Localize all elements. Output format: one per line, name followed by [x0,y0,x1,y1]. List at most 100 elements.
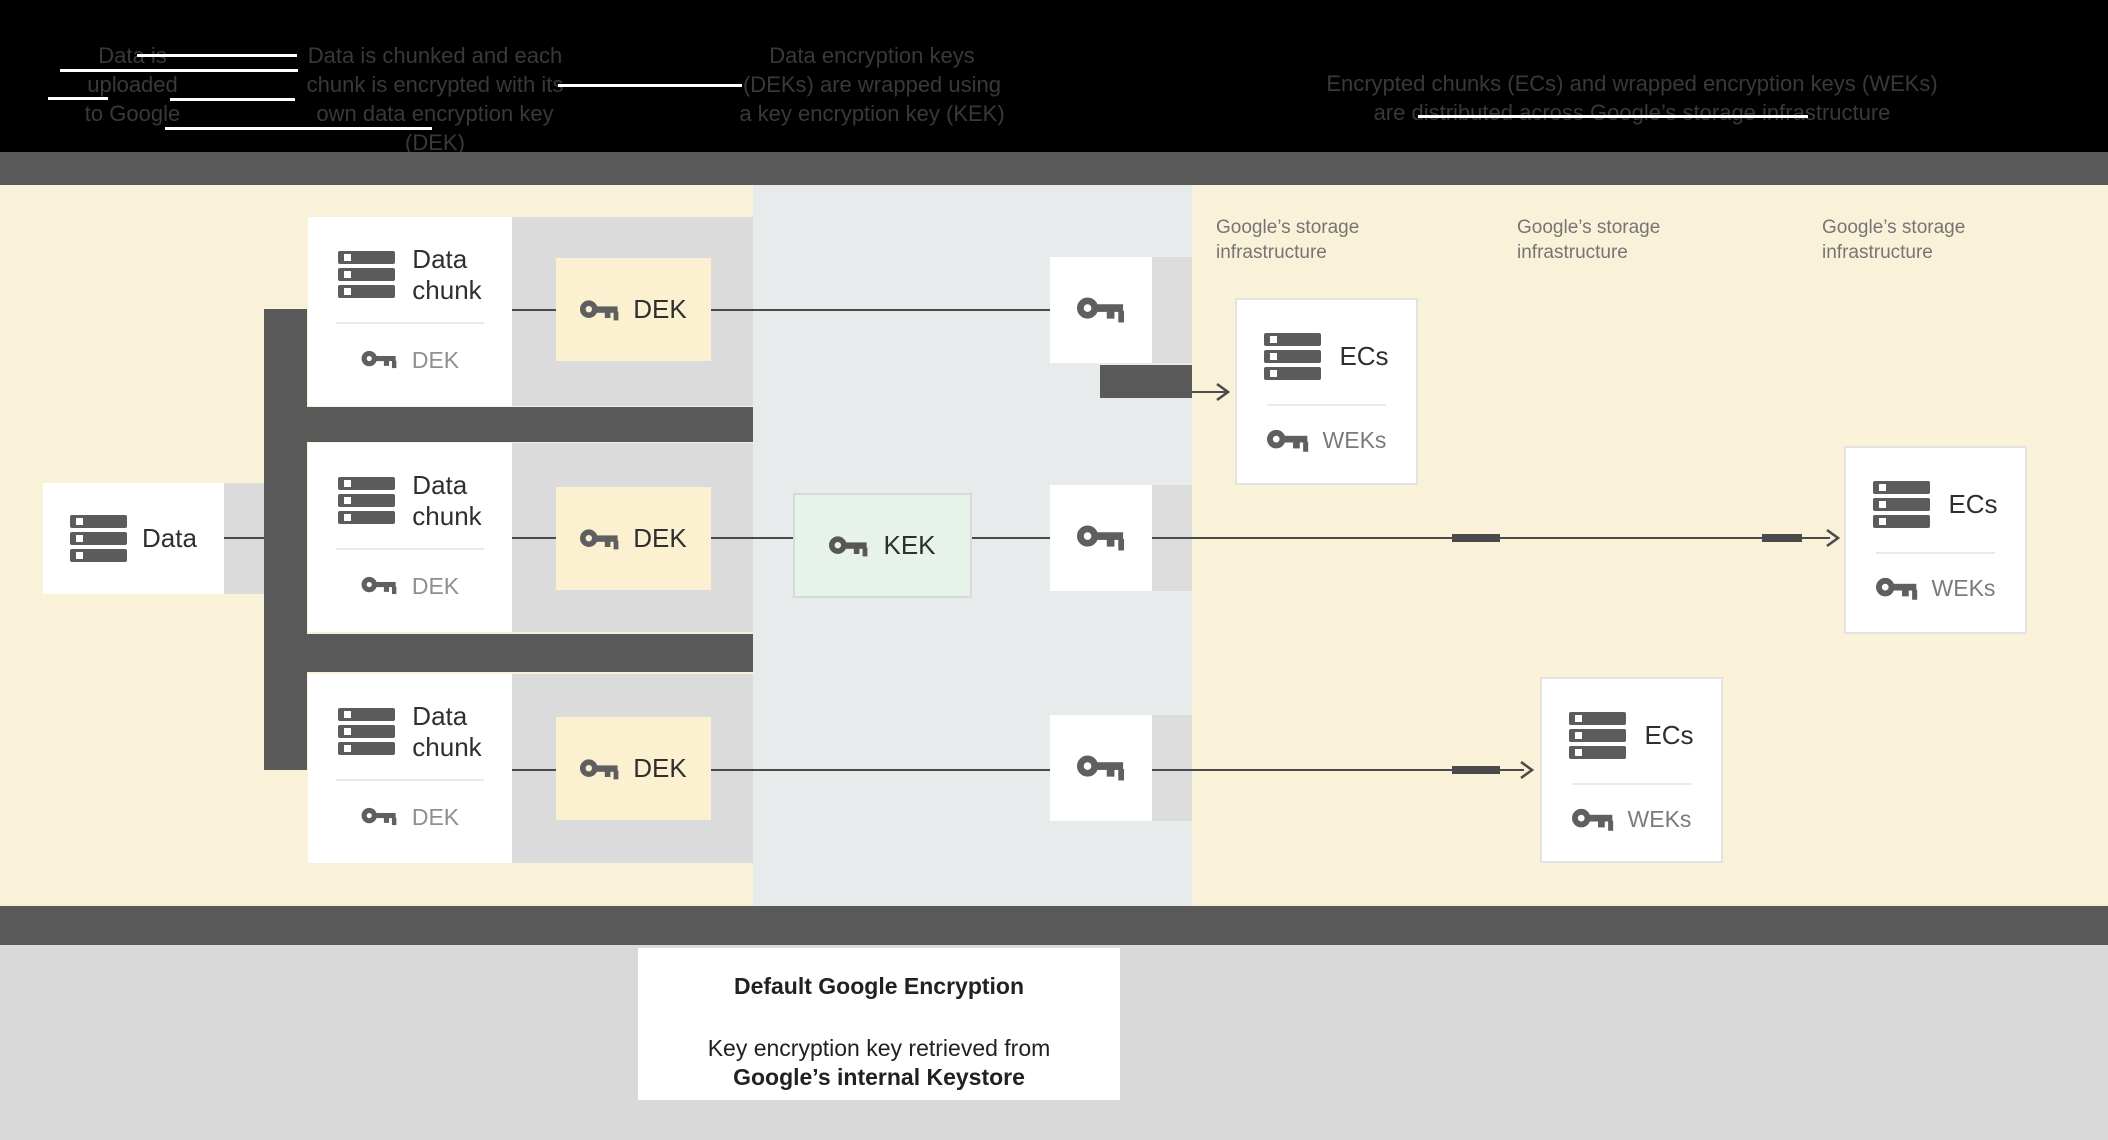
legend-line-1: Key encryption key retrieved from [707,1035,1051,1061]
data-to-trunk-line [224,537,270,539]
divider [336,322,484,324]
divider [1876,552,1995,554]
legend-line-2: Google’s internal Keystore [733,1064,1025,1090]
wrapped-key-icon [1077,755,1125,781]
wek-dash [1762,534,1802,542]
key-icon [580,299,619,320]
process-steps-header: Data is uploaded to Google Data is chunk… [0,0,2108,155]
chunk-2-title-line-2: chunk [412,500,482,531]
white-streak [1418,115,1808,118]
wrapped-key-icon [1875,577,1917,600]
dek-box-3-label: DEK [633,753,687,783]
key-wrap-box-3 [1050,715,1152,821]
chunk-1-title-line-1: Data [412,243,468,274]
ecs-box-3-title: ECs [1644,719,1694,750]
storage-label-3: Google’s storage infrastructure [1822,215,1965,265]
arrow-line-row-1 [1192,391,1226,393]
ecs-server-icon [1569,711,1627,759]
step-1-caption: Data is uploaded to Google [30,41,235,128]
ecs-server-icon [1873,480,1931,528]
trunk-connector [264,309,307,770]
legend-box: Default Google Encryption Key encryption… [638,948,1120,1100]
ecs-box-2-title: ECs [1948,488,1998,519]
arrowhead-row-1 [1216,382,1230,402]
step-2-line-3: own data encryption key (DEK) [316,101,554,155]
step-3-caption: Data encryption keys (DEKs) are wrapped … [738,41,1006,128]
step-4-line-1: Encrypted chunks (ECs) and wrapped encry… [1326,71,1938,96]
storage-label-1-line-1: Google’s storage [1216,217,1360,238]
data-chunk-server-icon [338,708,396,755]
ecs-box-2: ECs WEKs [1844,446,2027,634]
white-streak [558,84,742,87]
storage-label-2: Google’s storage infrastructure [1517,215,1660,265]
ecs-box-1: ECs WEKs [1235,298,1418,485]
row-2-line [512,537,1050,539]
step-1-line-3: to Google [84,101,181,126]
step-4-line-2: are distributed across Google’s storage … [1373,100,1891,125]
legend-title: Default Google Encryption [733,973,1025,999]
divider [1572,783,1691,785]
storage-label-1: Google’s storage infrastructure [1216,215,1359,265]
kek-box: KEK [793,493,972,598]
key-icon [361,350,397,369]
key-icon [580,758,619,779]
ecs-box-1-title: ECs [1339,340,1389,371]
wek-output-connector [1100,365,1192,398]
data-chunk-box-2: Data chunk DEK [308,443,512,632]
wrapped-key-icon [1077,297,1125,323]
storage-label-3-line-1: Google’s storage [1822,217,1966,238]
step-1-line-2: uploaded [87,72,178,97]
kek-box-label: KEK [883,530,936,560]
white-streak [137,54,297,57]
step-2-line-2: chunk is encrypted with its [306,72,564,97]
dek-box-1-label: DEK [633,294,687,324]
wek-dash [1452,766,1500,774]
ecs-box-3: ECs WEKs [1540,677,1723,863]
step-2-caption: Data is chunked and each chunk is encryp… [285,41,585,157]
key-icon [361,807,397,826]
storage-label-2-line-1: Google’s storage [1517,217,1661,238]
dek-box-3: DEK [556,717,711,820]
pipe-connector-1 [264,407,753,442]
dek-box-2-label: DEK [633,523,687,553]
chunk-2-title-line-1: Data [412,469,468,500]
wrapped-key-icon [1266,429,1308,452]
data-chunk-server-icon [338,477,396,524]
pipe-connector-2 [264,634,753,672]
key-wrap-box-1 [1050,257,1152,363]
step-4-caption: Encrypted chunks (ECs) and wrapped encry… [1308,69,1956,127]
dek-box-2: DEK [556,487,711,590]
wrap-box-1-band [1152,257,1192,363]
arrowhead-row-3 [1520,760,1534,780]
key-wrap-box-2 [1050,485,1152,591]
wrapped-key-icon [1571,808,1613,831]
ecs-box-1-weks-label: WEKs [1322,426,1387,453]
data-server-icon [70,515,128,562]
divider [1267,404,1386,406]
white-streak [170,98,295,101]
white-streak [48,97,108,100]
chunk-1-dek-label: DEK [411,346,460,373]
wrapped-key-icon [1077,525,1125,551]
arrowhead-row-2 [1826,528,1840,548]
chunk-3-title-line-1: Data [412,700,468,731]
step-3-line-1: Data encryption keys [769,43,975,68]
data-chunk-box-1: Data chunk DEK [308,217,512,406]
step-3-line-3: a key encryption key (KEK) [739,101,1005,126]
step-3-line-2: (DEKs) are wrapped using [742,72,1001,97]
data-chunk-server-icon [338,251,396,298]
chunk-1-title-line-2: chunk [412,274,482,305]
key-icon [580,528,619,549]
white-streak [165,127,432,130]
ecs-box-2-weks-label: WEKs [1931,574,1996,601]
storage-label-2-line-2: infrastructure [1517,242,1628,263]
wek-dash [1452,534,1500,542]
white-streak [60,69,298,72]
dek-box-1: DEK [556,258,711,361]
chunk-2-dek-label: DEK [411,572,460,599]
divider [336,548,484,550]
data-chunk-box-3: Data chunk DEK [308,674,512,863]
key-icon [829,535,868,556]
divider-bar-bottom [0,906,2108,945]
